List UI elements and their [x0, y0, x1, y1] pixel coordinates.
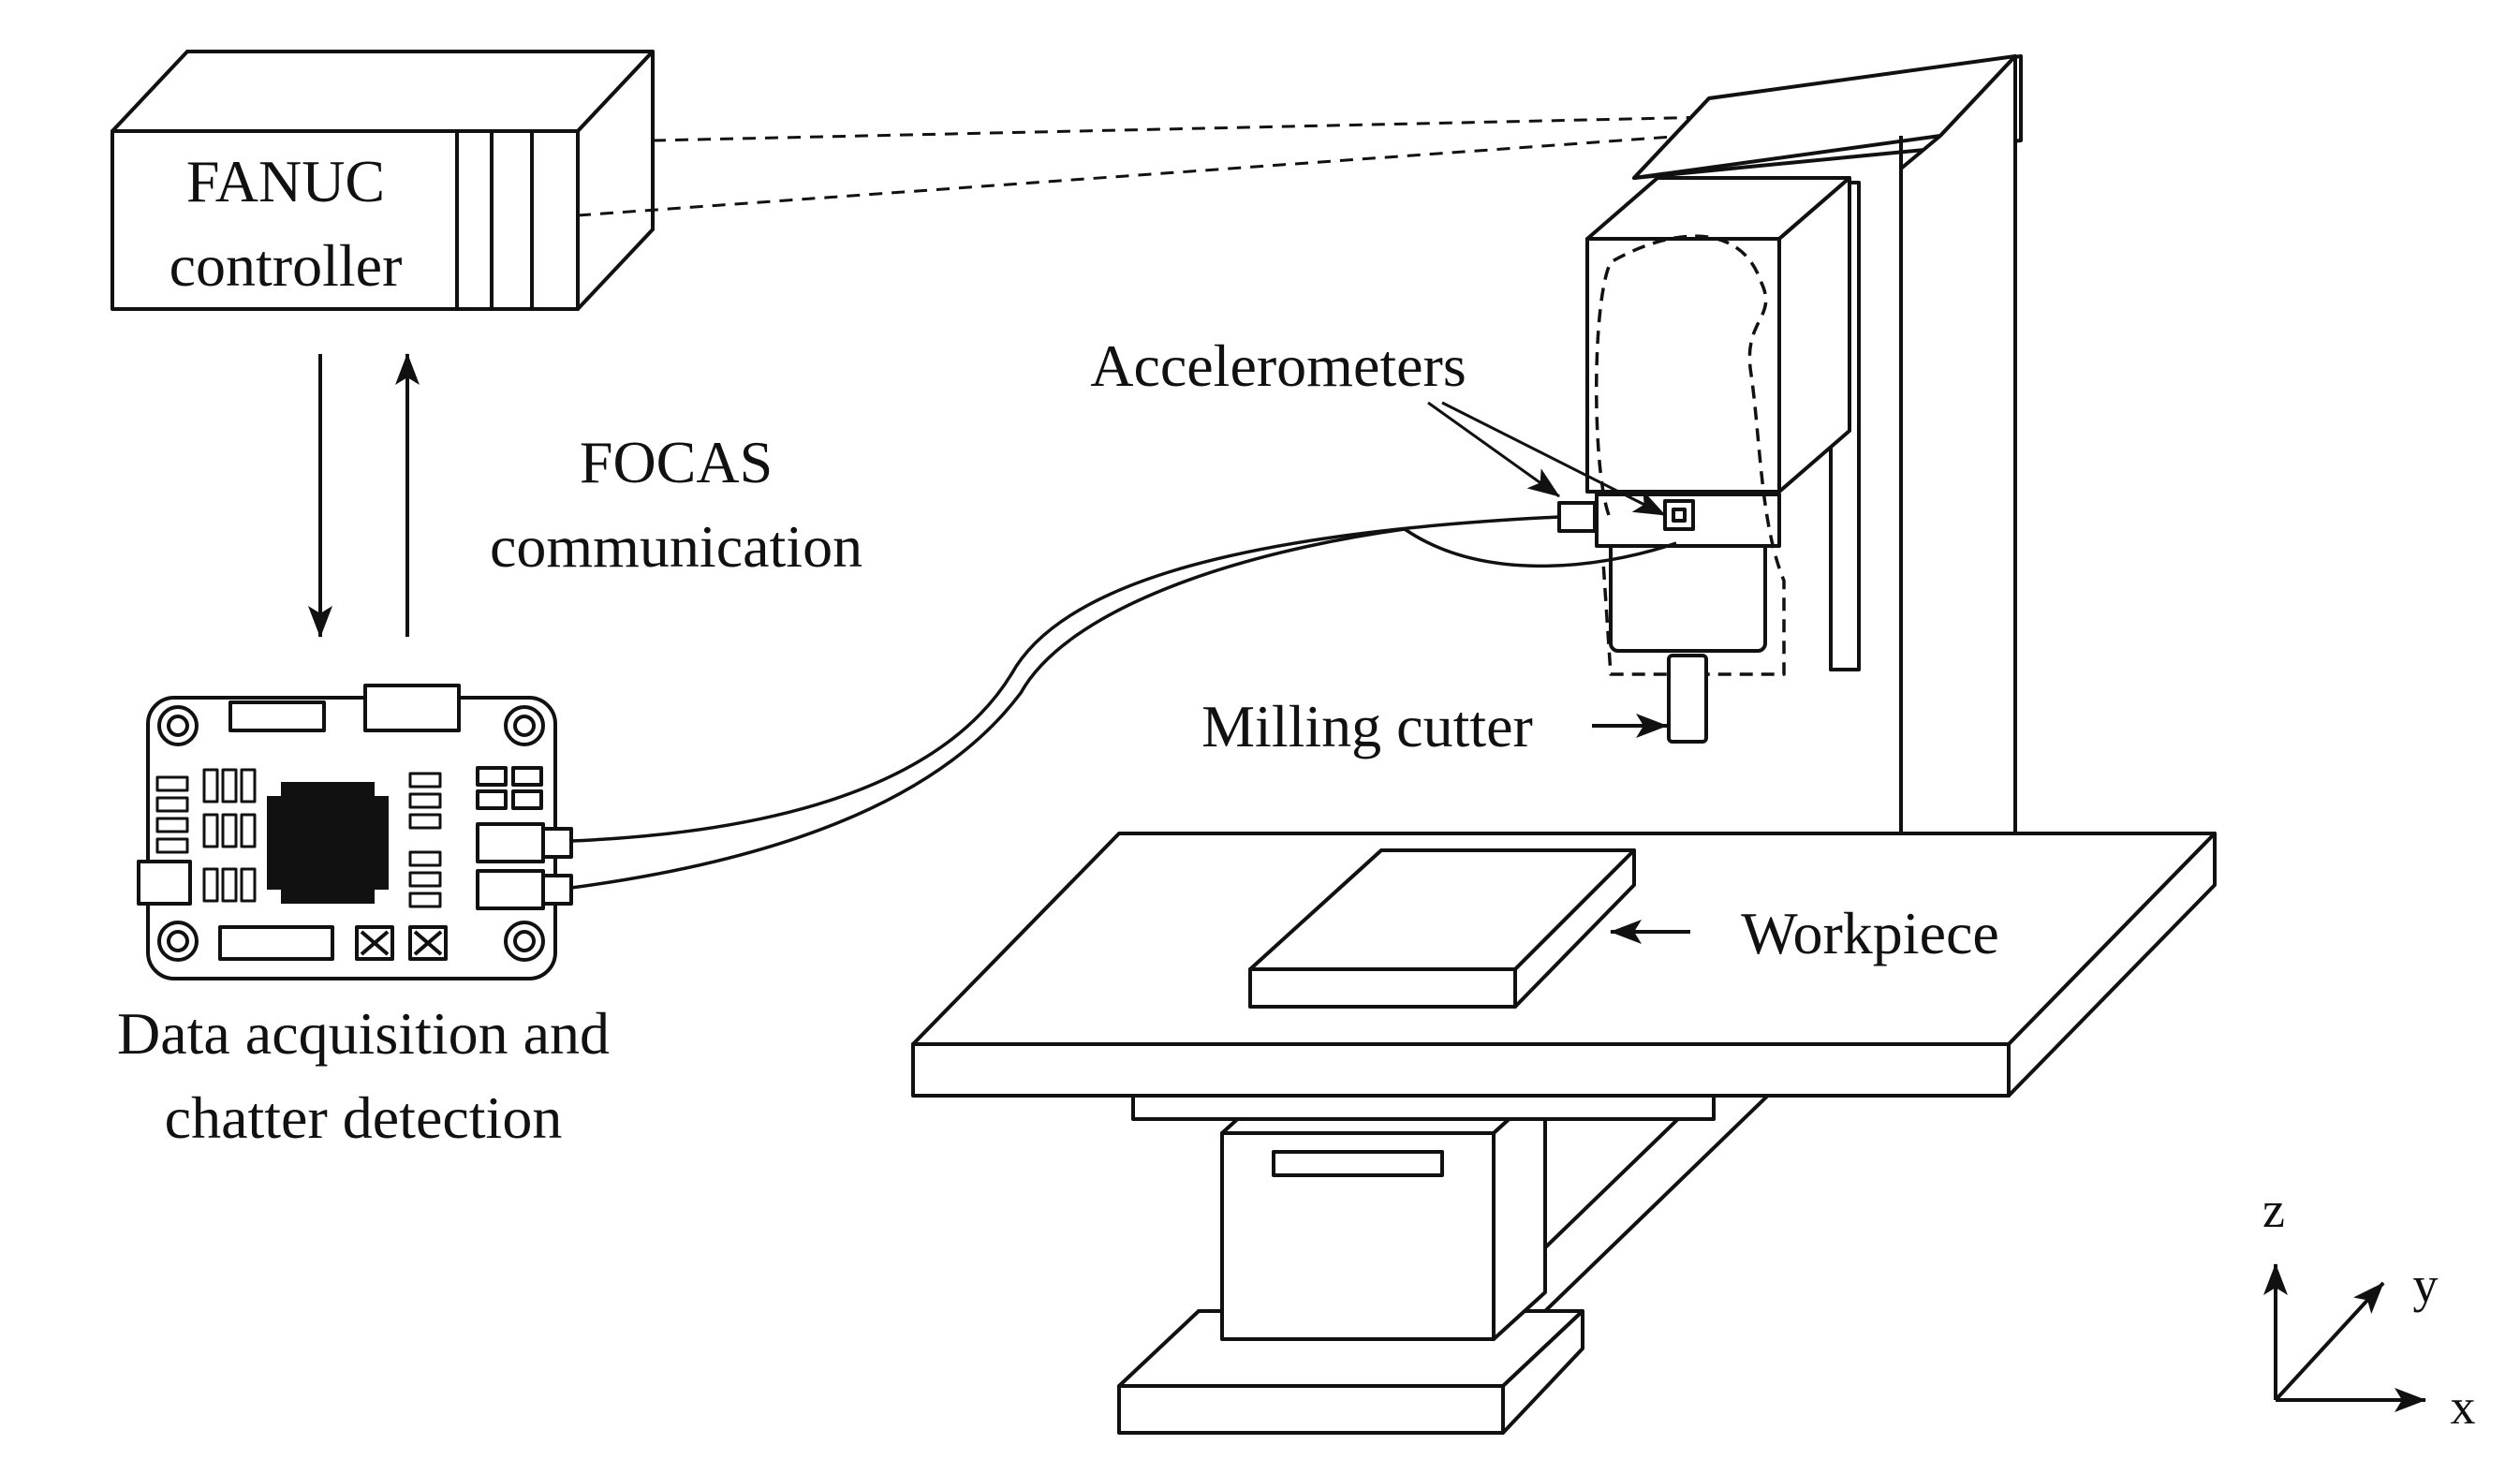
- daq-board-components: [155, 768, 442, 908]
- machine-column: [1632, 54, 2023, 835]
- milling-cutter: [1667, 654, 1708, 744]
- focas-label-line2: communication: [490, 513, 862, 580]
- workpiece-label: Workpiece: [1741, 900, 1999, 966]
- accelerometers-label: Accelerometers: [1090, 332, 1466, 399]
- workpiece: [1248, 848, 1636, 1009]
- coordinate-axes: [2263, 1263, 2426, 1412]
- controller-label-line2: controller: [169, 232, 403, 299]
- spindle-head: [1585, 176, 1861, 676]
- sensor-cables: [570, 515, 1677, 890]
- fanuc-controller-box: [111, 50, 655, 311]
- y-axis-label: y: [2413, 1257, 2439, 1313]
- z-axis-label: z: [2262, 1182, 2285, 1238]
- accelerometer-pointer-arrows: [1427, 401, 1666, 517]
- milling-cutter-label: Milling cutter: [1201, 693, 1533, 759]
- accelerometer-sensors: [1557, 499, 1695, 533]
- controller-machine-link: [577, 115, 1715, 217]
- daq-label-line1: Data acquisition and: [117, 1000, 610, 1067]
- x-axis-label: x: [2451, 1378, 2476, 1435]
- controller-label-line1: FANUC: [186, 148, 385, 214]
- daq-board-chip: [267, 782, 389, 904]
- daq-label-line2: chatter detection: [165, 1084, 563, 1151]
- focas-label-line1: FOCAS: [580, 429, 773, 495]
